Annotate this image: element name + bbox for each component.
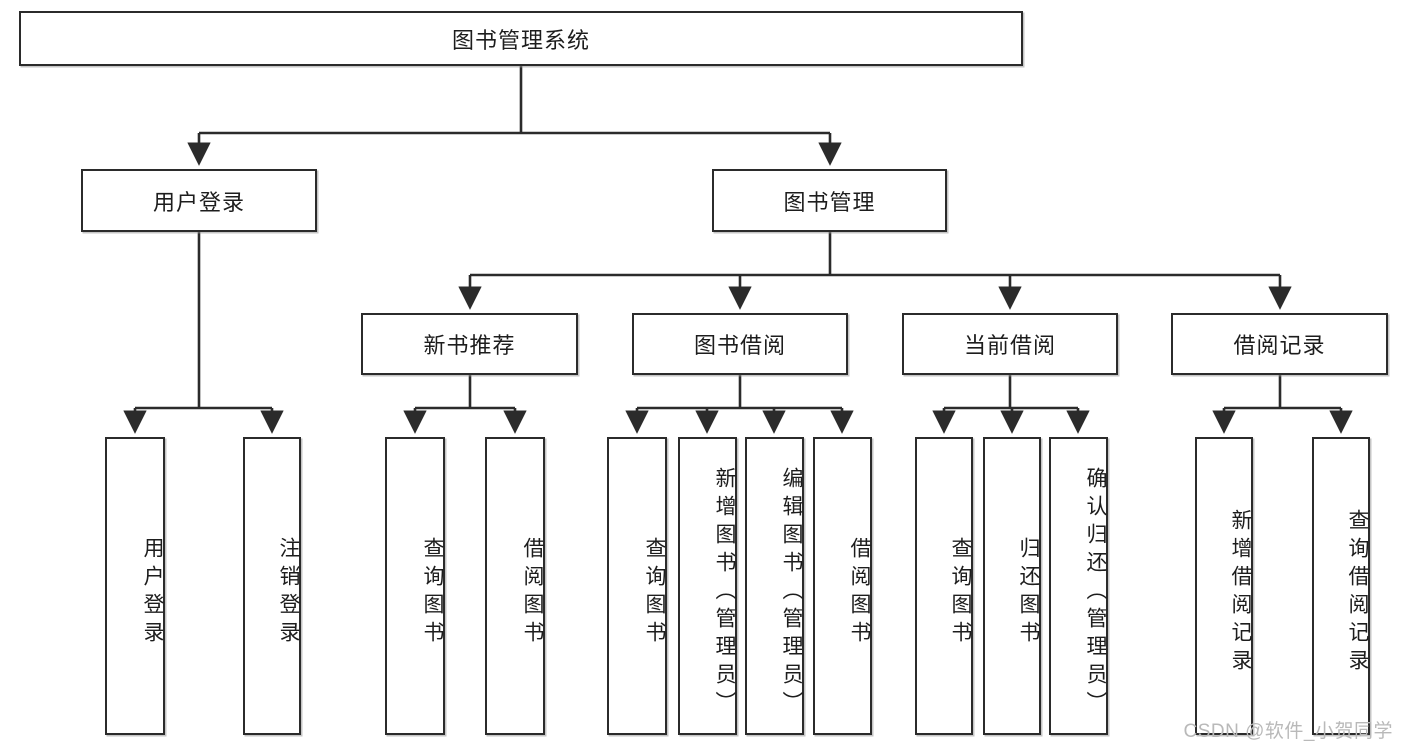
leaf-logout[interactable]: 注销登录 [243, 437, 301, 735]
leaf-query-borrow-record[interactable]: 查询借阅记录 [1312, 437, 1370, 735]
leaf-borrow-book-new[interactable]: 借阅图书 [485, 437, 545, 735]
leaf-query-book[interactable]: 查询图书 [607, 437, 667, 735]
leaf-query-book-new[interactable]: 查询图书 [385, 437, 445, 735]
node-label: 新书推荐 [423, 333, 516, 358]
node-label: 当前借阅 [963, 333, 1056, 358]
leaf-return-book[interactable]: 归还图书 [983, 437, 1041, 735]
node-label: 图书管理系统 [451, 27, 590, 53]
node-label: 图书管理 [783, 189, 876, 215]
leaf-add-borrow-record[interactable]: 新增借阅记录 [1195, 437, 1253, 735]
node-label: 借阅图书 [848, 537, 871, 649]
node-label: 确认归还（管理员） [1084, 467, 1107, 719]
node-root[interactable]: 图书管理系统 [19, 11, 1023, 66]
node-label: 借阅记录 [1233, 333, 1326, 358]
node-user-login[interactable]: 用户登录 [81, 169, 317, 232]
node-label: 图书借阅 [693, 333, 786, 358]
leaf-borrow-book[interactable]: 借阅图书 [813, 437, 872, 735]
leaf-query-book-current[interactable]: 查询图书 [915, 437, 973, 735]
node-label: 新增借阅记录 [1229, 509, 1252, 677]
leaf-user-login[interactable]: 用户登录 [105, 437, 165, 735]
leaf-edit-book-admin[interactable]: 编辑图书（管理员） [745, 437, 804, 735]
node-current-borrow[interactable]: 当前借阅 [902, 313, 1118, 375]
node-label: 查询图书 [421, 537, 444, 649]
node-book-management[interactable]: 图书管理 [712, 169, 947, 232]
node-label: 新增图书（管理员） [713, 467, 736, 719]
node-book-borrow[interactable]: 图书借阅 [632, 313, 848, 375]
node-label: 查询图书 [949, 537, 972, 649]
node-label: 用户登录 [152, 189, 245, 215]
csdn-watermark: CSDN @软件_小贺同学 [1183, 721, 1393, 742]
node-label: 编辑图书（管理员） [780, 467, 803, 719]
node-label: 用户登录 [141, 537, 164, 649]
node-new-book-recommend[interactable]: 新书推荐 [361, 313, 578, 375]
leaf-add-book-admin[interactable]: 新增图书（管理员） [678, 437, 737, 735]
node-label: 归还图书 [1017, 537, 1040, 649]
node-label: 注销登录 [277, 537, 300, 649]
node-label: 查询借阅记录 [1346, 509, 1369, 677]
node-borrow-record[interactable]: 借阅记录 [1171, 313, 1388, 375]
node-label: 借阅图书 [521, 537, 544, 649]
node-label: 查询图书 [643, 537, 666, 649]
leaf-confirm-return-admin[interactable]: 确认归还（管理员） [1049, 437, 1108, 735]
